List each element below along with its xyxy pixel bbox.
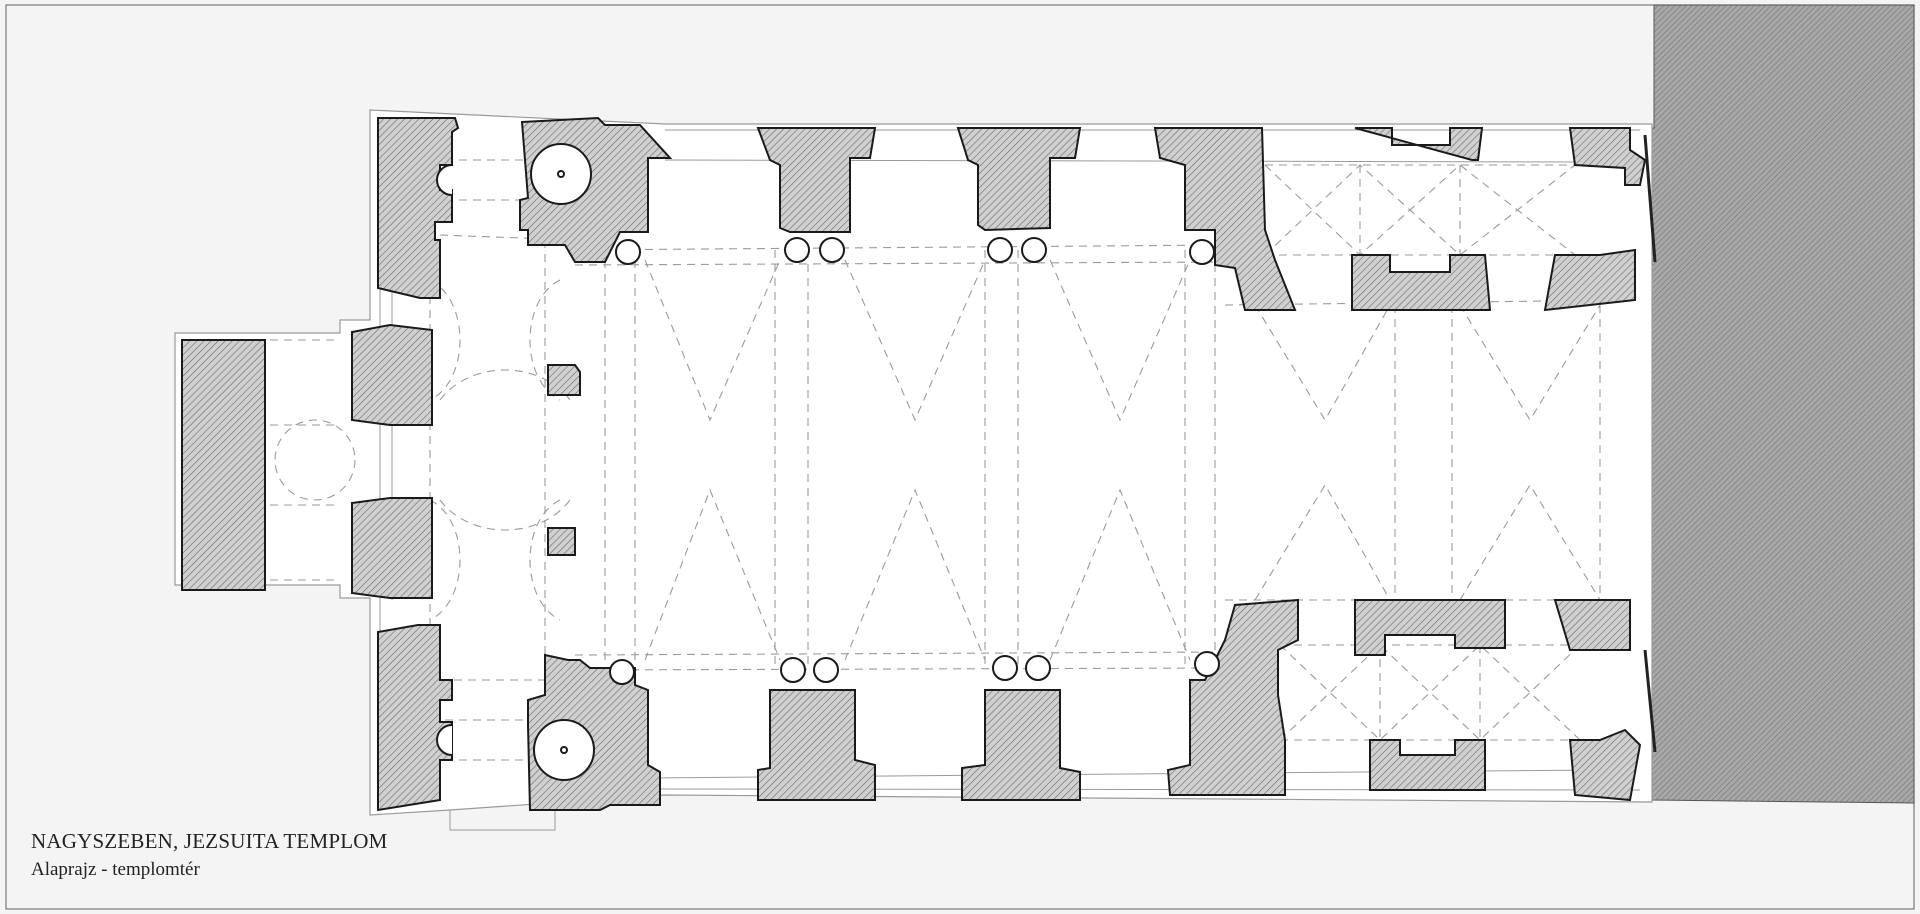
columns <box>609 237 1220 685</box>
east-wall-strokes <box>1643 134 1657 753</box>
adjacent-building <box>1637 4 1915 804</box>
wall-piers <box>181 116 1647 812</box>
column <box>1021 237 1047 263</box>
stair-towers <box>436 143 595 781</box>
drawing-title: NAGYSZEBEN, JEZSUITA TEMPLOM <box>31 829 388 853</box>
column <box>1189 239 1215 265</box>
northwest-tower <box>377 117 460 299</box>
column <box>819 237 845 263</box>
column <box>615 239 641 265</box>
column <box>1025 655 1051 681</box>
column <box>987 237 1013 263</box>
column <box>1194 651 1220 677</box>
drawing-subtitle: Alaprajz - templomtér <box>31 859 200 880</box>
porch-wall <box>181 339 266 591</box>
column <box>609 659 635 685</box>
column <box>780 657 806 683</box>
southwest-tower <box>377 624 453 812</box>
column <box>992 655 1018 681</box>
column <box>784 237 810 263</box>
column <box>813 657 839 683</box>
